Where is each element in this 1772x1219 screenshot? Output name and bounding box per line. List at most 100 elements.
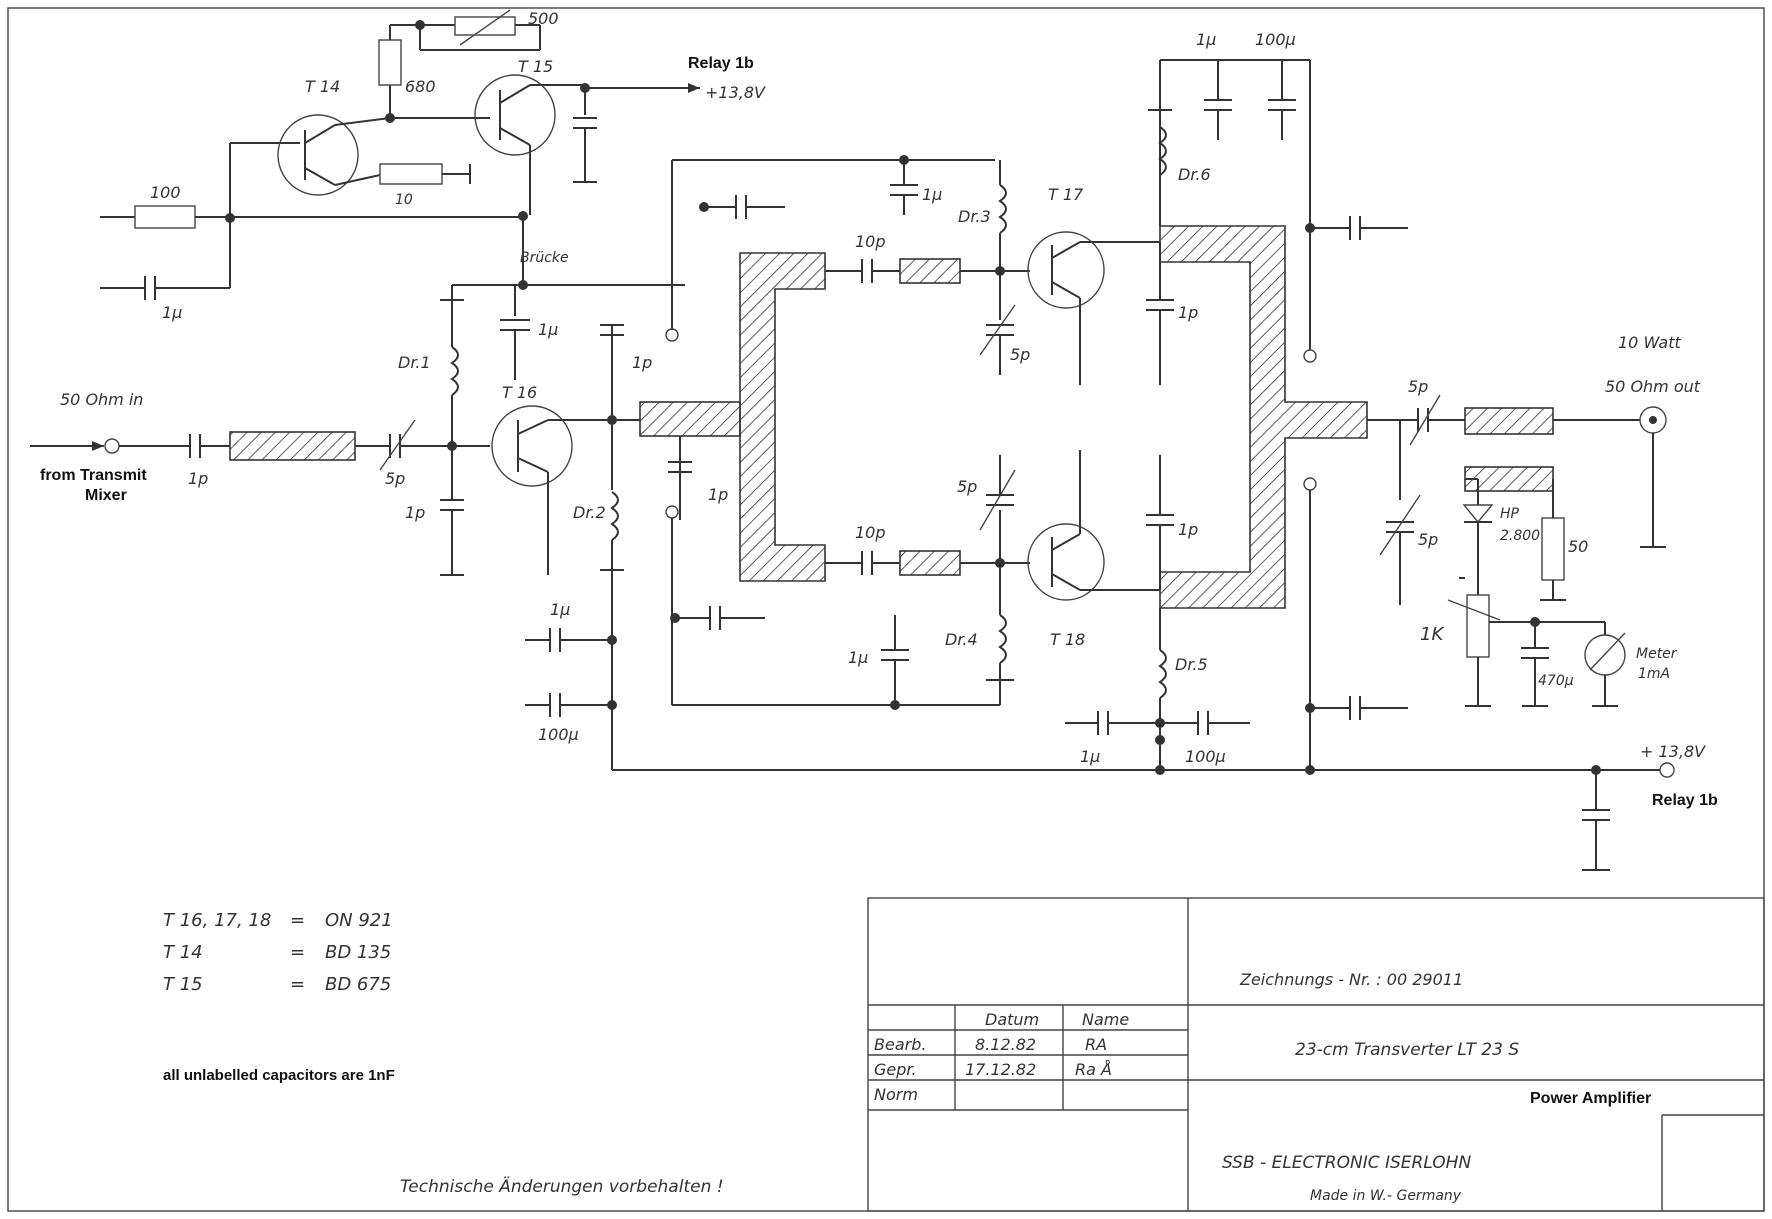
t16-label: T 16 [502, 383, 537, 402]
r500-label: 500 [528, 9, 559, 28]
drawing-number: Zeichnungs - Nr. : 00 29011 [1239, 970, 1463, 989]
c470u-label: 470µ [1538, 673, 1574, 689]
dr3-label: Dr.3 [958, 207, 991, 226]
c1u-bot-label: 1µ [848, 648, 868, 667]
parts-eq: = [290, 942, 305, 963]
r1k-label: 1K [1420, 624, 1444, 645]
parts-ref: T 15 [163, 974, 203, 995]
stripline-upper [899, 258, 961, 284]
parts-list: T 16, 17, 18 = ON 921 T 14 = BD 135 T 15… [163, 910, 393, 995]
output-section [1367, 394, 1675, 871]
parts-ref: T 16, 17, 18 [163, 910, 271, 931]
stripline-input [229, 431, 356, 461]
c5p-out-label: 5p [1408, 377, 1428, 396]
r10-label: 10 [395, 192, 413, 208]
c1p-col-label: 1p [632, 353, 652, 372]
c5p-trim-label: 5p [1418, 530, 1438, 549]
stripline-feed [639, 401, 741, 437]
hp-label: HP [1500, 506, 1520, 522]
stripline-combiner [1159, 225, 1368, 609]
c100u-topright-label: 100µ [1255, 30, 1296, 49]
voltage-top-label: +13,8V [705, 83, 766, 102]
c10p-top-label: 10p [855, 232, 886, 251]
c1u-left-label: 1µ [162, 303, 182, 322]
dr5-label: Dr.5 [1175, 655, 1208, 674]
subtitle: Power Amplifier [1530, 1090, 1651, 1107]
c5p-bot-label: 5p [957, 477, 977, 496]
t15-label: T 15 [518, 57, 553, 76]
c1u-a-label: 1µ [550, 600, 570, 619]
dr1-label: Dr.1 [398, 353, 431, 372]
row2-date: 17.12.82 [965, 1060, 1036, 1079]
stripline-lower [899, 550, 961, 576]
lower-supply [1065, 608, 1250, 775]
splitter-network [639, 155, 1000, 710]
stripline-splitter [739, 252, 826, 582]
voltage-bottom-label: + 13,8V [1640, 742, 1706, 761]
t18-label: T 18 [1050, 630, 1085, 649]
parts-part: ON 921 [325, 910, 393, 931]
parts-eq: = [290, 910, 305, 931]
dr4-label: Dr.4 [945, 630, 978, 649]
parts-part: BD 675 [325, 974, 391, 995]
company-name: SSB - ELECTRONIC ISERLOHN [1222, 1153, 1471, 1173]
output-label: 50 Ohm out [1605, 377, 1701, 396]
from-transmit-label: from Transmit [40, 467, 147, 484]
resistor-50 [1541, 517, 1565, 581]
hp-number-label: 2.800 [1500, 528, 1540, 544]
regulator-section [100, 9, 700, 300]
c1p-t18-label: 1p [1178, 520, 1198, 539]
power-label: 10 Watt [1618, 333, 1681, 352]
r680-label: 680 [405, 77, 436, 96]
footer-note: Technische Änderungen vorbehalten ! [400, 1176, 724, 1197]
c1u-top-label: 1µ [922, 185, 942, 204]
relay-bottom-label: Relay 1b [1652, 792, 1718, 809]
dr2-label: Dr.2 [573, 503, 606, 522]
c1p-mid-label: 1p [708, 485, 728, 504]
c100u-a-label: 100µ [538, 725, 579, 744]
title-block: Zeichnungs - Nr. : 00 29011 Datum Name B… [874, 970, 1651, 1204]
input-label: 50 Ohm in [60, 390, 143, 409]
transistor-t17 [1027, 231, 1105, 309]
product-name: 23-cm Transverter LT 23 S [1295, 1040, 1519, 1060]
resistor-680 [378, 39, 402, 86]
parts-ref: T 14 [163, 942, 203, 963]
row3-label: Norm [874, 1085, 918, 1104]
resistor-100 [134, 205, 196, 229]
row2-name: Ra Å [1075, 1060, 1112, 1079]
c1p-in-label: 1p [188, 469, 208, 488]
row2-label: Gepr. [874, 1060, 917, 1079]
r100-label: 100 [150, 183, 181, 202]
mixer-label: Mixer [85, 487, 127, 504]
dr6-label: Dr.6 [1178, 165, 1211, 184]
row1-date: 8.12.82 [975, 1035, 1036, 1054]
stripline-output [1464, 407, 1554, 435]
made-in: Made in W.- Germany [1310, 1188, 1462, 1204]
c10p-bot-label: 10p [855, 523, 886, 542]
supply-terminal [1659, 762, 1675, 778]
row1-label: Bearb. [874, 1035, 926, 1054]
resistor-500 [454, 16, 516, 36]
meter-range-label: 1mA [1638, 666, 1670, 682]
col-datum: Datum [985, 1010, 1039, 1029]
diode-hp2800 [1462, 504, 1494, 524]
potentiometer-1k [1466, 594, 1490, 658]
transistor-t16 [491, 405, 573, 487]
c5p-in-label: 5p [385, 469, 405, 488]
c1u-topright-label: 1µ [1196, 30, 1216, 49]
c1p-t17-label: 1p [1178, 303, 1198, 322]
c1p-base-label: 1p [405, 503, 425, 522]
transistor-t18 [1027, 523, 1105, 601]
meter-label: Meter [1636, 646, 1678, 662]
t17-label: T 17 [1048, 185, 1084, 204]
bruecke-label: Brücke [520, 250, 569, 266]
c1u-bruecke-label: 1µ [538, 320, 558, 339]
transistor-t15 [474, 74, 556, 156]
relay-top-label: Relay 1b [688, 55, 754, 72]
col-name: Name [1082, 1010, 1129, 1029]
row1-name: RA [1085, 1035, 1107, 1054]
c1u-dr5-label: 1µ [1080, 747, 1100, 766]
input-stage [30, 284, 1610, 771]
